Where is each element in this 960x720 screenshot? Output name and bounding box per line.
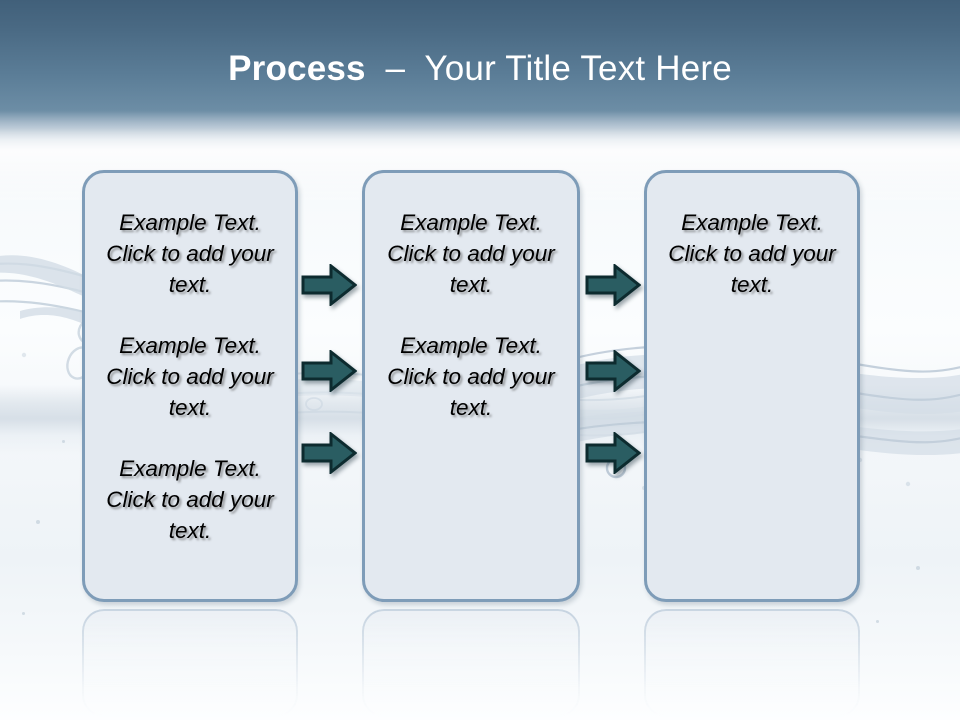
- process-box-2-text-1[interactable]: Example Text. Click to add your text.: [387, 210, 555, 297]
- process-box-1-text-3[interactable]: Example Text. Click to add your text.: [106, 456, 274, 543]
- process-box-1-text-2[interactable]: Example Text. Click to add your text.: [106, 333, 274, 420]
- process-box-1[interactable]: Example Text. Click to add your text. Ex…: [82, 170, 298, 602]
- arrow-right-icon-2a[interactable]: [585, 264, 641, 306]
- process-box-1-content: Example Text. Click to add your text. Ex…: [95, 207, 285, 546]
- process-box-1-text-1[interactable]: Example Text. Click to add your text.: [106, 210, 274, 297]
- process-box-3-text-1[interactable]: Example Text. Click to add your text.: [668, 210, 836, 297]
- process-box-3-content: Example Text. Click to add your text.: [657, 207, 847, 300]
- arrow-right-icon-2c[interactable]: [585, 432, 641, 474]
- arrow-right-icon-1a[interactable]: [301, 264, 357, 306]
- process-box-2-content: Example Text. Click to add your text. Ex…: [375, 207, 567, 423]
- process-box-3[interactable]: Example Text. Click to add your text.: [644, 170, 860, 602]
- arrow-right-icon-1c[interactable]: [301, 432, 357, 474]
- arrow-right-icon-2b[interactable]: [585, 350, 641, 392]
- process-box-2-text-2[interactable]: Example Text. Click to add your text.: [387, 333, 555, 420]
- process-box-2[interactable]: Example Text. Click to add your text. Ex…: [362, 170, 580, 602]
- arrow-right-icon-1b[interactable]: [301, 350, 357, 392]
